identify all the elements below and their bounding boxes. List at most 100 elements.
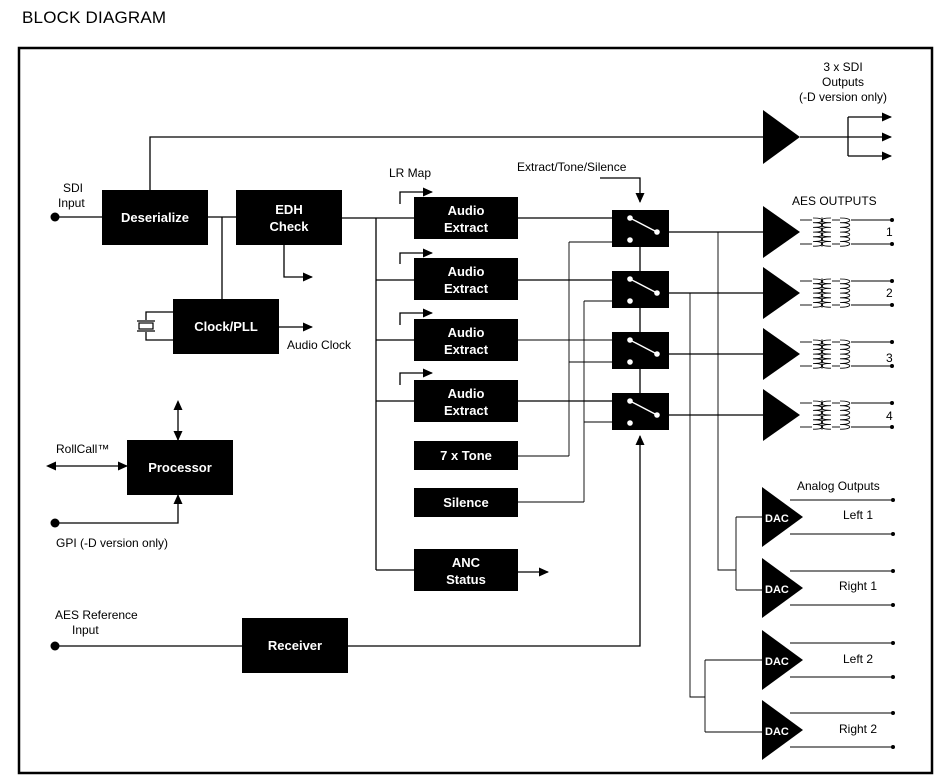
transformer-icon: [812, 339, 832, 369]
silence-block: [414, 488, 518, 517]
aes-output-number-3: 3: [886, 351, 893, 365]
sdi-input-label: SDI: [63, 181, 83, 195]
audio-extract-2-label-2: Extract: [444, 281, 489, 296]
analog-channel-right-2: Right 2: [839, 722, 877, 736]
aes-driver-1: [763, 206, 800, 258]
sdi-outputs-label-3: (-D version only): [799, 90, 887, 104]
crystal-icon: [137, 311, 173, 341]
aes-driver-3: [763, 328, 800, 380]
selector-switch-3: [612, 332, 669, 369]
output-terminal: [890, 218, 894, 222]
dac-driver-1: [762, 487, 803, 547]
audio-extract-block-4: [414, 380, 518, 422]
processor-block: [127, 440, 233, 495]
processor-label: Processor: [148, 460, 212, 475]
extract-tone-silence-label: Extract/Tone/Silence: [517, 160, 627, 174]
anc-status-label-1: ANC: [452, 555, 481, 570]
edh-check-block: [236, 190, 342, 245]
audio-clock-label: Audio Clock: [287, 338, 352, 352]
transformer-icon: [839, 339, 851, 369]
audio-extract-3-label-1: Audio: [448, 325, 485, 340]
anc-status-block: [414, 549, 518, 591]
output-terminal: [890, 303, 894, 307]
output-terminal: [890, 279, 894, 283]
output-terminal: [890, 364, 894, 368]
output-terminal: [891, 675, 895, 679]
tone-label: 7 x Tone: [440, 448, 492, 463]
audio-extract-1-label-2: Extract: [444, 220, 489, 235]
audio-extract-block-2: [414, 258, 518, 300]
output-terminal: [891, 498, 895, 502]
analog-channel-left-1: Left 1: [843, 508, 873, 522]
gpi-label: GPI (-D version only): [56, 536, 168, 550]
dac-label: DAC: [765, 513, 789, 525]
sdi-output-driver: [763, 110, 800, 164]
page-title: BLOCK DIAGRAM: [22, 8, 167, 27]
aes-output-2: [763, 267, 894, 319]
output-terminal: [891, 745, 895, 749]
output-terminal: [891, 641, 895, 645]
dac-output-1: DAC: [762, 487, 895, 547]
dac-label: DAC: [765, 584, 789, 596]
dac-output-2: DAC: [762, 558, 895, 618]
tone-block: [414, 441, 518, 470]
analog-outputs-title: Analog Outputs: [797, 479, 880, 493]
audio-extract-block-1: [414, 197, 518, 239]
transformer-icon: [812, 278, 832, 308]
output-terminal: [890, 401, 894, 405]
dac-driver-2: [762, 558, 803, 618]
selector-switch-1: [612, 210, 669, 247]
receiver-block: [242, 618, 348, 673]
aes-output-number-4: 4: [886, 409, 893, 423]
audio-extract-2-label-1: Audio: [448, 264, 485, 279]
transformer-icon: [839, 217, 851, 247]
audio-extract-block-3: [414, 319, 518, 361]
clock-pll-block: [173, 299, 279, 354]
lr-map-label: LR Map: [389, 166, 431, 180]
output-terminal: [891, 569, 895, 573]
analog-channel-left-2: Left 2: [843, 652, 873, 666]
aes-output-number-1: 1: [886, 225, 893, 239]
transformer-icon: [839, 278, 851, 308]
audio-extract-3-label-2: Extract: [444, 342, 489, 357]
dac-output-4: DAC: [762, 700, 895, 760]
aes-outputs-title: AES OUTPUTS: [792, 194, 877, 208]
dac-output-3: DAC: [762, 630, 895, 690]
silence-label: Silence: [443, 495, 489, 510]
transformer-icon: [839, 400, 851, 430]
output-terminal: [890, 242, 894, 246]
edh-check-label-1: EDH: [275, 202, 302, 217]
aes-output-4: [763, 389, 894, 441]
aes-output-1: [763, 206, 894, 258]
aes-output-3: [763, 328, 894, 380]
anc-status-label-2: Status: [446, 572, 486, 587]
output-terminal: [891, 711, 895, 715]
receiver-label: Receiver: [268, 638, 322, 653]
dac-label: DAC: [765, 726, 789, 738]
diagram-frame: [17, 46, 934, 775]
aes-ref-label-2: Input: [72, 623, 99, 637]
output-terminal: [890, 425, 894, 429]
audio-extract-4-label-1: Audio: [448, 386, 485, 401]
sdi-outputs-label-2: Outputs: [822, 75, 864, 89]
analog-channel-right-1: Right 1: [839, 579, 877, 593]
dac-driver-3: [762, 630, 803, 690]
dac-driver-4: [762, 700, 803, 760]
dac-label: DAC: [765, 656, 789, 668]
audio-extract-4-label-2: Extract: [444, 403, 489, 418]
transformer-icon: [812, 400, 832, 430]
aes-ref-label: AES Reference: [55, 608, 138, 622]
rollcall-label: RollCall™: [56, 442, 109, 456]
sdi-input-label-2: Input: [58, 196, 85, 210]
aes-output-number-2: 2: [886, 286, 893, 300]
audio-extract-1-label-1: Audio: [448, 203, 485, 218]
output-terminal: [890, 340, 894, 344]
deserialize-label: Deserialize: [121, 210, 189, 225]
transformer-icon: [812, 217, 832, 247]
edh-check-label-2: Check: [269, 219, 309, 234]
deserialize-block: [102, 190, 208, 245]
clock-pll-label: Clock/PLL: [194, 319, 258, 334]
aes-driver-4: [763, 389, 800, 441]
aes-driver-2: [763, 267, 800, 319]
